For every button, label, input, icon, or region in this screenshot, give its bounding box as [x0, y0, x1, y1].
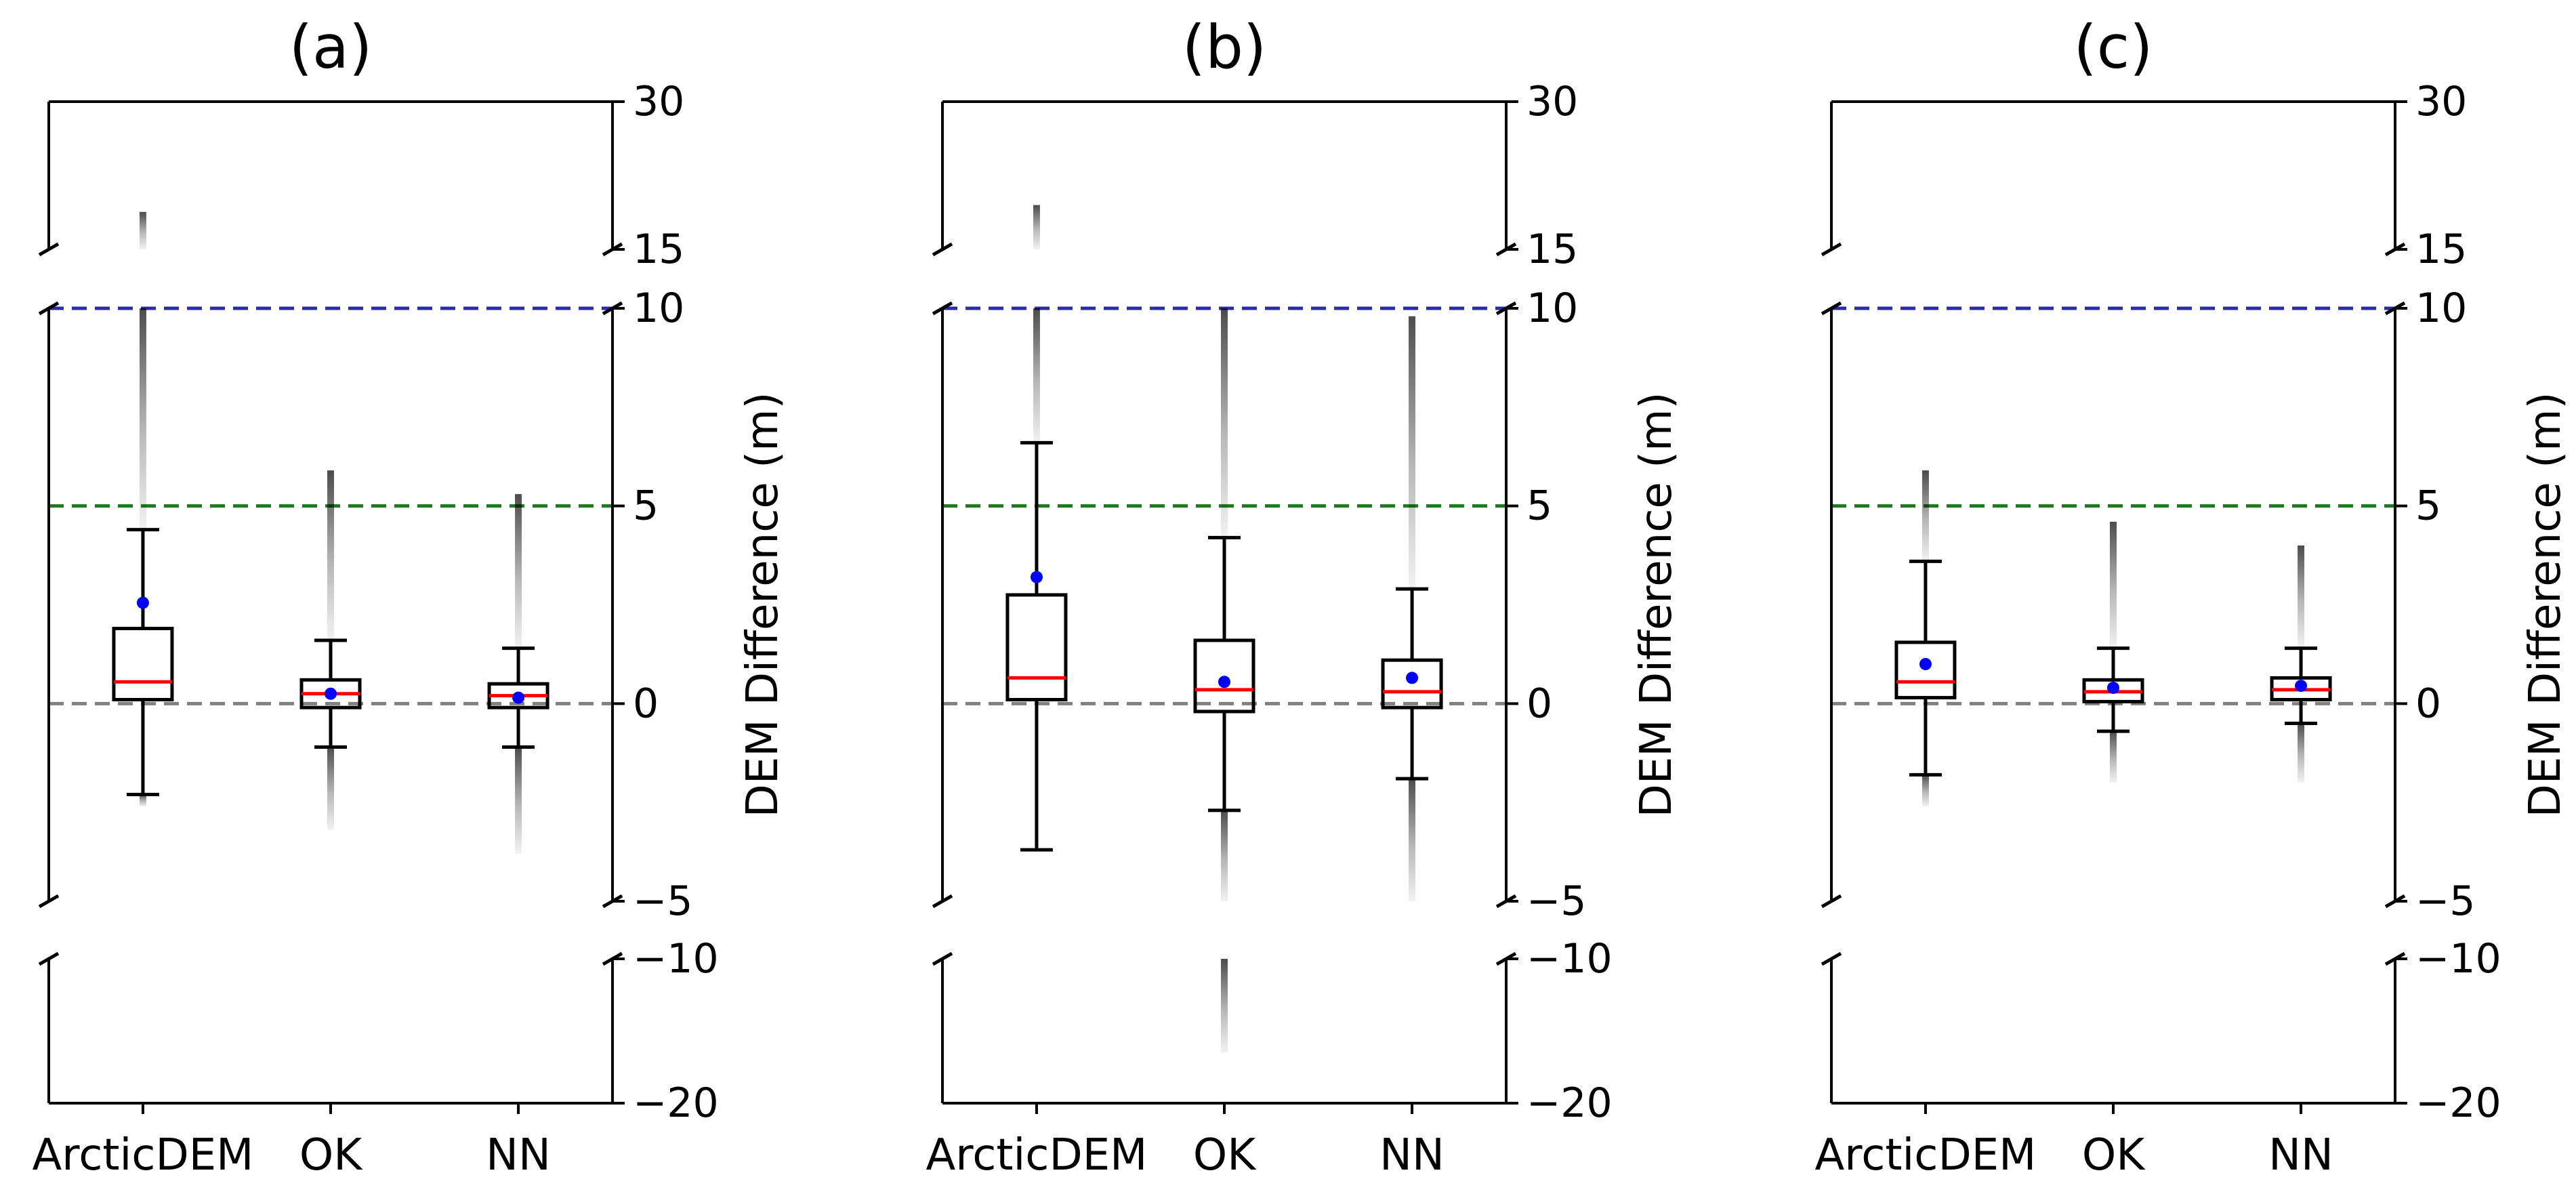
outlier-points: [1409, 779, 1416, 901]
panel-c: (c) DEM Difference (m) −20 −10 −5 0 5 10 15 30Arc…: [1815, 12, 2571, 1180]
outlier-points: [1221, 959, 1228, 1053]
y-tick-label: 0: [1526, 680, 1552, 727]
mean-marker: [512, 691, 525, 704]
y-tick-label: 10: [1526, 285, 1578, 332]
y-tick-label: 5: [2415, 482, 2441, 530]
axis-break-mark: [38, 301, 60, 316]
box-arcticdem: [112, 528, 174, 796]
outlier-points: [1033, 308, 1040, 443]
axis-break-mark: [932, 301, 953, 316]
y-tick-label: 10: [633, 285, 684, 332]
y-tick-label: 5: [1526, 482, 1552, 530]
y-axis-label: DEM Difference (m): [738, 392, 788, 818]
panel-a: (a) DEM Difference (m) −20 −10 −5 0 5 10 15 30Arc…: [33, 12, 788, 1180]
x-tick-label: OK: [2082, 1130, 2146, 1180]
y-tick-label: −5: [1526, 878, 1586, 925]
interquartile-box: [1005, 593, 1068, 702]
interquartile-box: [1894, 640, 1957, 700]
outlier-points: [515, 494, 522, 648]
outlier-points: [1221, 308, 1228, 538]
box-arcticdem: [1005, 440, 1068, 852]
y-tick-label: −10: [2415, 935, 2501, 983]
x-tick-label: OK: [299, 1130, 363, 1180]
x-tick-label: ArcticDEM: [926, 1130, 1148, 1180]
outlier-points: [1033, 205, 1040, 249]
outlier-points: [1409, 316, 1416, 590]
y-tick-label: −10: [633, 935, 719, 983]
outlier-points: [1921, 470, 1929, 562]
outlier-points: [2110, 731, 2117, 783]
box-ok: [1193, 535, 1255, 812]
outlier-points: [2298, 723, 2305, 783]
y-tick-label: 5: [633, 482, 659, 530]
y-tick-label: 30: [633, 78, 684, 125]
y-axis-label: DEM Difference (m): [2520, 392, 2571, 818]
axis-break-mark: [1821, 301, 1842, 316]
outlier-points: [139, 211, 146, 249]
x-tick-label: NN: [2268, 1130, 2333, 1180]
y-axis-label: DEM Difference (m): [1632, 392, 1682, 818]
outlier-points: [2298, 545, 2305, 648]
axis-break-mark: [38, 894, 60, 909]
outlier-points: [327, 747, 334, 830]
panel-title: (b): [1182, 12, 1267, 82]
panel-b: (b) DEM Difference (m) −20 −10 −5 0 5 10 15 30Arc…: [926, 12, 1682, 1180]
outlier-points: [139, 794, 146, 806]
interquartile-box: [112, 627, 174, 701]
y-tick-label: −20: [633, 1079, 719, 1127]
axis-break-mark: [38, 242, 60, 257]
y-tick-label: −20: [2415, 1079, 2501, 1127]
y-tick-label: 0: [2415, 680, 2441, 727]
y-tick-label: −5: [2415, 878, 2475, 925]
axis-break-mark: [1821, 242, 1842, 257]
y-tick-label: 15: [633, 226, 684, 273]
panel-title: (a): [289, 12, 373, 82]
mean-marker: [1919, 658, 1932, 670]
axis-break-mark: [932, 951, 953, 966]
y-tick-label: 30: [1526, 78, 1578, 125]
y-tick-label: −10: [1526, 935, 1613, 983]
box-nn: [1381, 587, 1443, 781]
axis-break-mark: [932, 242, 953, 257]
y-tick-label: 15: [1526, 226, 1578, 273]
box-ok: [2082, 646, 2144, 733]
x-tick-label: NN: [486, 1130, 551, 1180]
y-tick-label: 0: [633, 680, 659, 727]
mean-marker: [1030, 571, 1043, 583]
axis-break-mark: [932, 894, 953, 909]
mean-marker: [1218, 676, 1230, 688]
x-tick-label: OK: [1193, 1130, 1257, 1180]
y-tick-label: −20: [1526, 1079, 1613, 1127]
box-arcticdem: [1894, 559, 1957, 777]
x-tick-label: ArcticDEM: [1815, 1130, 2037, 1180]
box-nn: [487, 646, 549, 749]
x-tick-label: NN: [1379, 1130, 1445, 1180]
outlier-points: [2110, 522, 2117, 648]
mean-marker: [136, 596, 149, 609]
interquartile-box: [1381, 658, 1443, 709]
outlier-points: [1221, 810, 1228, 901]
box-nn: [2270, 646, 2332, 725]
y-tick-label: 30: [2415, 78, 2467, 125]
panel-title: (c): [2073, 12, 2153, 82]
axis-break-mark: [38, 951, 60, 966]
y-tick-label: −5: [633, 878, 692, 925]
mean-marker: [325, 687, 337, 700]
axis-break-mark: [1821, 894, 1842, 909]
outlier-points: [139, 308, 146, 530]
mean-marker: [2107, 682, 2119, 694]
outlier-points: [327, 470, 334, 640]
mean-marker: [1406, 672, 1419, 684]
y-tick-label: 10: [2415, 285, 2467, 332]
mean-marker: [2295, 680, 2308, 693]
interquartile-box: [1193, 638, 1255, 714]
axis-break-mark: [1821, 951, 1842, 966]
box-ok: [299, 638, 362, 749]
x-tick-label: ArcticDEM: [33, 1130, 254, 1180]
outlier-points: [1921, 775, 1929, 806]
y-tick-label: 15: [2415, 226, 2467, 273]
outlier-points: [515, 747, 522, 854]
